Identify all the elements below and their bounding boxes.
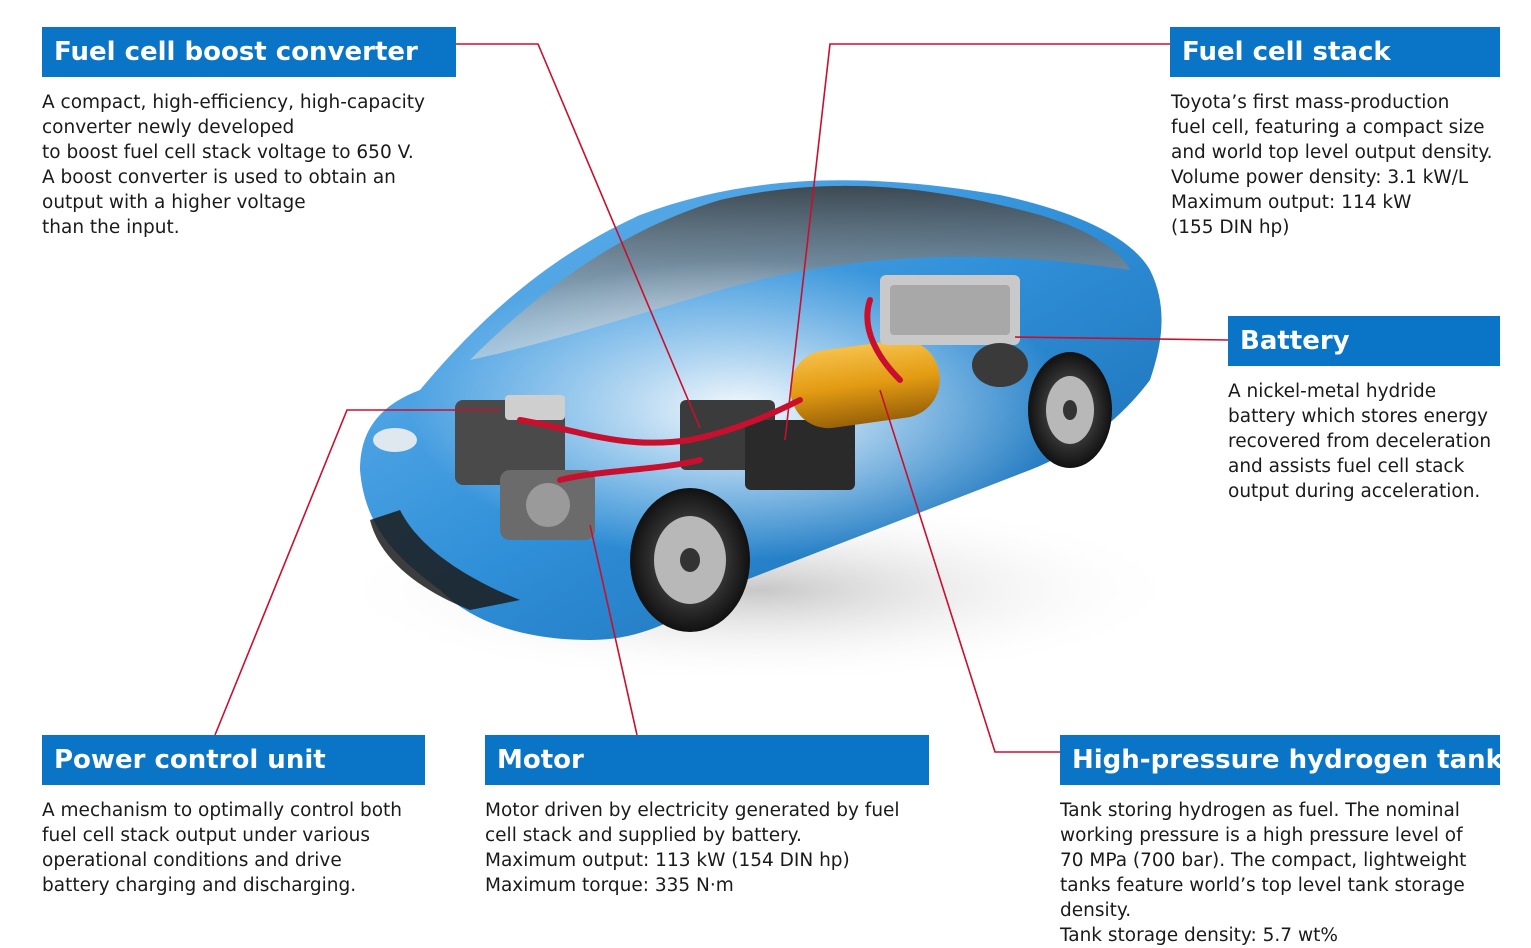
power-control-unit-description: A mechanism to optimally control both fu… [42,798,402,898]
rear-wheel [1028,352,1112,468]
description-line: Motor driven by electricity generated by… [485,800,900,821]
description-line: Maximum output: 113 kW (154 DIN hp) [485,850,850,871]
power-cables [517,297,903,483]
leader-fuel-cell-stack [784,43,1170,441]
battery-title: Battery [1240,326,1350,356]
description-line: A mechanism to optimally control both [42,800,403,821]
description-line: working pressure is a high pressure leve… [1060,825,1463,846]
leader-motor [589,524,638,736]
power-control-unit-title: Power control unit [54,745,326,775]
boost-converter-label: Fuel cell boost converter [42,27,456,77]
boost-converter-title: Fuel cell boost converter [54,37,418,67]
description-line: battery which stores energy [1228,406,1488,427]
motor-description: Motor driven by electricity generated by… [485,798,900,898]
headlight [373,428,417,452]
battery-description: A nickel-metal hydride battery which sto… [1228,379,1491,504]
motor-label: Motor [485,735,929,785]
fuel-cell-stack-part [745,420,855,490]
fuel-cell-stack-label: Fuel cell stack [1170,27,1500,77]
description-line: Tank storage density: 5.7 wt% [1060,925,1338,946]
description-line: recovered from deceleration [1228,431,1492,452]
description-line: fuel cell stack output under various [42,825,371,846]
description-line: Tank storing hydrogen as fuel. The nomin… [1060,800,1460,821]
hydrogen-tank-title: High-pressure hydrogen tank [1072,745,1500,775]
battery-label: Battery [1228,316,1500,366]
boost-converter-description: A compact, high-efficiency, high-capacit… [42,90,425,240]
leader-lines [214,43,1229,753]
description-line: than the input. [42,217,180,238]
front-grille [370,510,520,610]
description-line: and assists fuel cell stack [1228,456,1465,477]
description-line: Toyota’s first mass-production [1171,92,1450,113]
car-glass [470,185,1130,360]
description-line: and world top level output density. [1171,142,1493,163]
fuel-cell-stack-title: Fuel cell stack [1182,37,1391,67]
power-control-unit-label: Power control unit [42,735,425,785]
motor-title: Motor [497,745,584,775]
description-line: battery charging and discharging. [42,875,357,896]
description-line: output during acceleration. [1228,481,1481,502]
description-line: operational conditions and drive [42,850,342,871]
description-line: output with a higher voltage [42,192,306,213]
description-line: Maximum output: 114 kW [1171,192,1412,213]
leader-boost-converter [456,43,701,429]
description-line: cell stack and supplied by battery. [485,825,802,846]
fuel-cell-stack-description: Toyota’s first mass-production fuel cell… [1171,90,1493,240]
front-wheel [630,488,750,632]
description-line: converter newly developed [42,117,295,138]
leader-hydrogen-tank [879,389,1060,753]
leader-battery [1014,336,1229,341]
hydrogen-tank-part [790,339,940,429]
hydrogen-tank-description: Tank storing hydrogen as fuel. The nomin… [1060,798,1466,948]
description-line: to boost fuel cell stack voltage to 650 … [42,142,414,163]
hydrogen-tank-label: High-pressure hydrogen tank [1060,735,1500,785]
description-line: density. [1060,900,1132,921]
description-line: fuel cell, featuring a compact size [1171,117,1485,138]
description-line: (155 DIN hp) [1171,217,1290,238]
description-line: 70 MPa (700 bar). The compact, lightweig… [1060,850,1467,871]
description-line: A boost converter is used to obtain an [42,167,396,188]
description-line: tanks feature world’s top level tank sto… [1060,875,1465,896]
description-line: A nickel-metal hydride [1228,381,1437,402]
leader-power-control-unit [214,409,500,736]
battery-part [880,275,1028,387]
description-line: A compact, high-efficiency, high-capacit… [42,92,425,113]
motor-part [500,470,595,540]
description-line: Maximum torque: 335 N·m [485,875,734,896]
description-line: Volume power density: 3.1 kW/L [1171,167,1469,188]
